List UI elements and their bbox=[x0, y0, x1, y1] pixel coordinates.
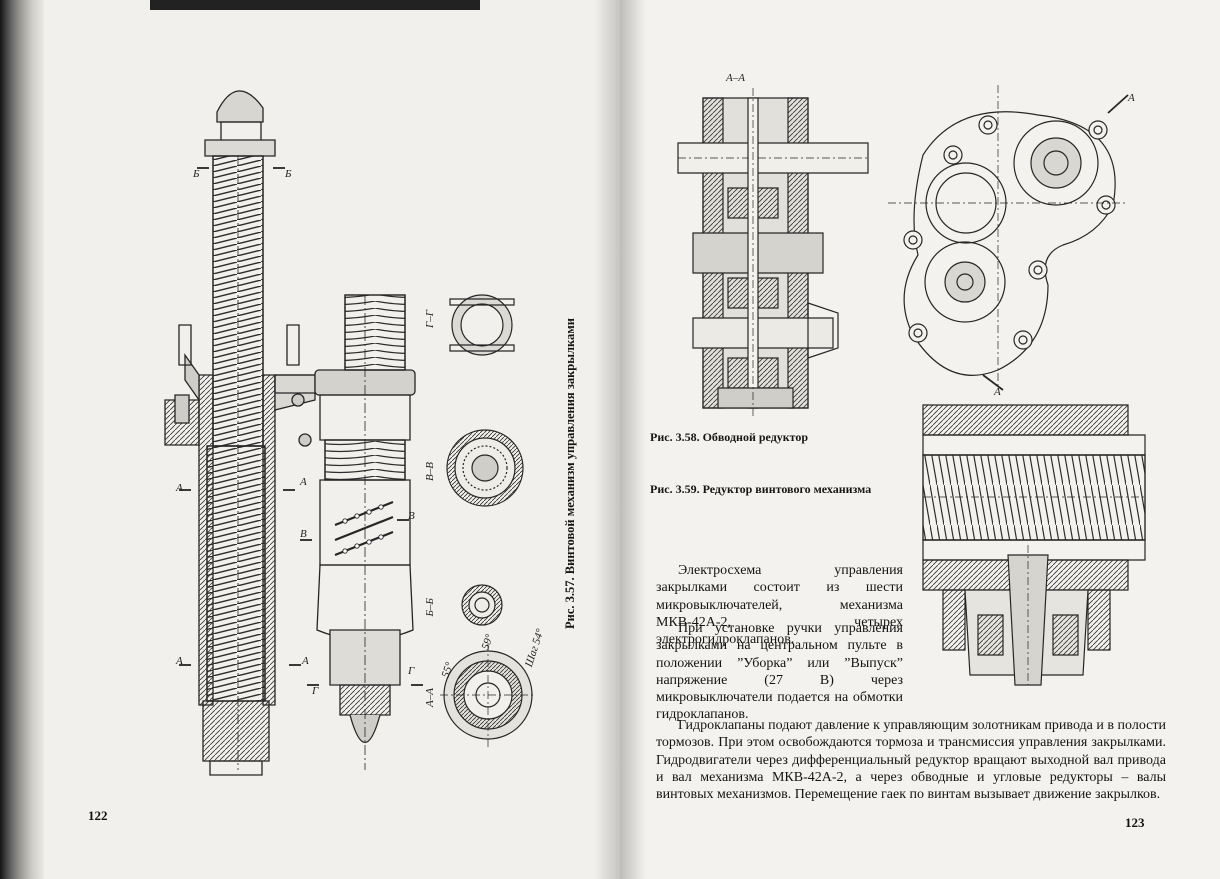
section-mark: А bbox=[994, 386, 1001, 398]
page-number-right: 123 bbox=[1125, 815, 1145, 830]
fig-3-58-gearbox-plan-drawing bbox=[888, 95, 1128, 395]
paragraph: При установке ручки управления закрылкам… bbox=[656, 621, 903, 723]
section-mark: В bbox=[300, 528, 307, 540]
fig-3-58-caption: Рис. 3.58. Обводной редуктор bbox=[650, 430, 809, 444]
page-number-left: 122 bbox=[88, 808, 108, 823]
right-page: А–А bbox=[620, 0, 1220, 879]
section-title-v: В–В bbox=[424, 462, 436, 481]
fig-3-59-caption: Рис. 3.59. Редуктор винтового механизма bbox=[650, 482, 872, 496]
paragraph: Гидроклапаны подают давление к управляющ… bbox=[656, 718, 1166, 803]
section-mark: В bbox=[408, 510, 415, 522]
section-title-g: Г–Г bbox=[424, 310, 436, 329]
fig-3-57-screw-mechanism-drawing bbox=[165, 70, 430, 785]
fig-3-58-gearbox-section-drawing bbox=[678, 88, 868, 418]
section-mark: Б bbox=[193, 168, 200, 180]
section-title-b: Б–Б bbox=[424, 598, 436, 617]
section-mark: А bbox=[300, 476, 307, 488]
section-mark: А bbox=[302, 655, 309, 667]
fig-3-57-caption: Рис. 3.57. Винтовой механизм управления … bbox=[563, 318, 577, 629]
fig-3-59-screw-gearbox-drawing bbox=[923, 405, 1145, 685]
section-mark: А bbox=[1128, 92, 1135, 104]
section-title-a-a: А–А bbox=[726, 72, 745, 84]
left-page: Б Б А А В В А А Г Г Г–Г В–В Б–Б А–А 59° … bbox=[0, 0, 620, 879]
top-shadow bbox=[150, 0, 480, 10]
section-mark: Г bbox=[408, 665, 415, 677]
book-edge bbox=[0, 0, 44, 879]
fig-3-57-section-views bbox=[440, 285, 540, 740]
section-mark: Г bbox=[312, 685, 319, 697]
section-mark: А bbox=[176, 482, 183, 494]
section-title-a: А–А bbox=[424, 688, 436, 707]
section-mark: А bbox=[176, 655, 183, 667]
left-gutter-shadow bbox=[594, 0, 620, 879]
right-gutter-shadow bbox=[620, 0, 646, 879]
paragraph: Электросхема управления закрылками состо… bbox=[656, 563, 903, 648]
section-mark: Б bbox=[285, 168, 292, 180]
